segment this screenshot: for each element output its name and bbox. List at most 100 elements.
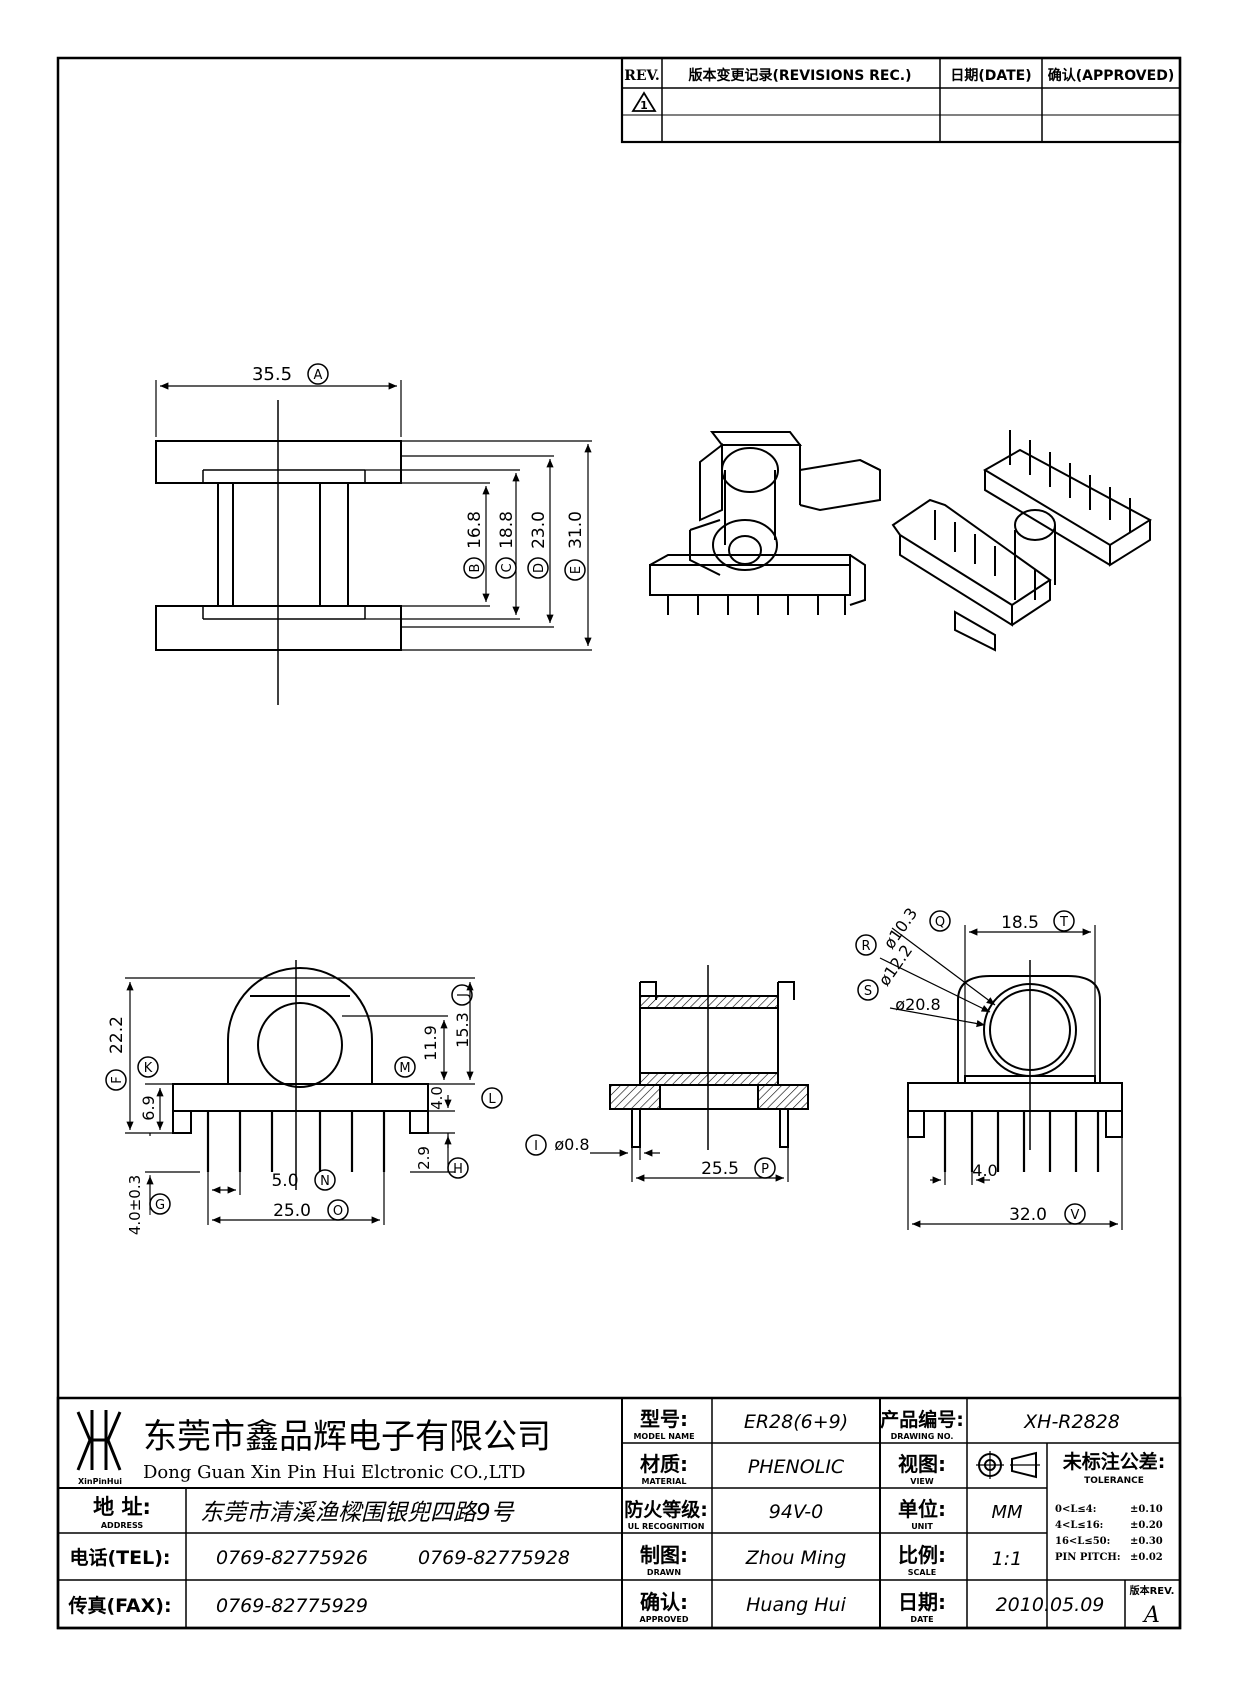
model-label: 型号: [640, 1407, 688, 1431]
dim-c-tag: C [495, 557, 517, 579]
tolerance-label: 未标注公差: [1062, 1450, 1166, 1473]
model-label-en: MODEL NAME [633, 1432, 694, 1441]
approved-label: 确认: [640, 1590, 688, 1614]
dim-i-value: ø0.8 [554, 1135, 589, 1154]
scale-value: 1:1 [992, 1548, 1023, 1570]
revision-record-header: 版本变更记录(REVISIONS REC.) [689, 67, 912, 84]
dim-n-tag: N [314, 1169, 336, 1191]
tolerance-range-4: PIN PITCH: [1055, 1552, 1121, 1563]
drawing-no-label: 产品编号: [880, 1408, 964, 1431]
rev-value: A [1142, 1603, 1160, 1628]
dim-o-tag: O [327, 1199, 349, 1221]
dim-l-tag: L [481, 1087, 503, 1109]
dim-a-value: 35.5 [252, 364, 292, 385]
ul-label-en: UL RECOGNITION [628, 1522, 705, 1531]
svg-text:Q: Q [935, 915, 945, 930]
logo-text: XinPinHui [78, 1477, 122, 1486]
approved-header: 确认(APPROVED) [1048, 67, 1174, 84]
address-label: 地 址: [93, 1495, 151, 1519]
section-view-dimension-lines [590, 1147, 789, 1182]
svg-text:L: L [488, 1092, 496, 1107]
dim-q-tag: Q [929, 910, 951, 932]
svg-text:A: A [314, 368, 323, 383]
rev-label: 版本REV. [1130, 1584, 1175, 1597]
address-value: 东莞市清溪渔樑围银兜四路9号 [200, 1500, 515, 1526]
side-view-pins [943, 1111, 1100, 1172]
drawing-no-label-en: DRAWING NO. [891, 1432, 954, 1441]
tolerance-range-3: 16<L≤50: [1055, 1536, 1110, 1547]
dim-f-tag: F [105, 1069, 127, 1091]
section-view [609, 965, 809, 1150]
view-label: 视图: [898, 1452, 946, 1476]
svg-text:R: R [861, 939, 870, 954]
company-name-cn: 东莞市鑫品辉电子有限公司 [143, 1417, 551, 1457]
dim-d-value: 23.0 [529, 511, 549, 549]
dim-l-value: 4.0 [428, 1086, 446, 1110]
tolerance-range-2: 4<L≤16: [1055, 1520, 1103, 1531]
section-view-pins [631, 1108, 789, 1148]
dim-v-tag: V [1064, 1203, 1086, 1225]
svg-text:H: H [453, 1162, 463, 1177]
fax-value: 0769-82775929 [216, 1595, 368, 1617]
dim-o-value: 25.0 [273, 1201, 311, 1221]
front-view-dimension-lines [125, 977, 475, 1225]
dim-n-value: 5.0 [271, 1171, 298, 1191]
ul-value: 94V-0 [769, 1501, 823, 1523]
dim-c-value: 18.8 [497, 511, 517, 549]
tolerance-range-1: 0<L≤4: [1055, 1504, 1096, 1515]
dim-s-tag: S [857, 979, 879, 1001]
tolerance-value-4: ±0.02 [1130, 1552, 1163, 1563]
isometric-view-left-pins [667, 595, 846, 615]
isometric-view-left [649, 431, 881, 606]
dim-k-tag: K [137, 1056, 159, 1078]
svg-text:1: 1 [640, 99, 648, 112]
date-header: 日期(DATE) [950, 68, 1031, 84]
dim-j-tag: J [451, 984, 473, 1006]
top-view-dimension-lines [155, 380, 592, 651]
sheet-border [56, 56, 1182, 1630]
dim-k-value: 6.9 [139, 1095, 158, 1120]
tolerance-label-en: TOLERANCE [1084, 1476, 1144, 1486]
scale-label: 比例: [898, 1543, 946, 1567]
projection-symbol-icon [976, 1451, 1040, 1479]
dim-r-tag: R [855, 934, 877, 956]
svg-text:J: J [456, 993, 471, 998]
tolerance-value-3: ±0.30 [1130, 1536, 1163, 1547]
svg-text:B: B [468, 564, 483, 573]
view-label-en: VIEW [910, 1477, 934, 1486]
svg-text:M: M [399, 1061, 410, 1076]
svg-text:F: F [110, 1076, 125, 1083]
address-label-en: ADDRESS [101, 1521, 144, 1530]
dim-r-value: ø12.2 [875, 941, 917, 989]
svg-text:D: D [532, 563, 547, 573]
svg-text:O: O [333, 1204, 343, 1219]
svg-text:E: E [569, 566, 584, 574]
dim-p-tag: P [754, 1157, 776, 1179]
dim-t-tag: T [1053, 910, 1075, 932]
dim-m-value: 11.9 [421, 1025, 440, 1061]
company-name-en: Dong Guan Xin Pin Hui Elctronic CO.,LTD [143, 1462, 526, 1483]
top-view [155, 400, 402, 705]
dim-m-tag: M [394, 1056, 416, 1078]
tel-value-1: 0769-82775926 [216, 1547, 368, 1569]
dim-s-value: ø20.8 [895, 995, 940, 1014]
tel-label: 电话(TEL): [69, 1546, 170, 1569]
dim-v-value: 32.0 [1009, 1205, 1047, 1225]
dim-g-value: 4.0±0.3 [126, 1175, 144, 1235]
svg-text:K: K [144, 1061, 153, 1076]
ul-label: 防火等级: [624, 1498, 708, 1521]
model-value: ER28(6+9) [744, 1411, 848, 1433]
approved-value: Huang Hui [746, 1594, 846, 1616]
dim-b-tag: B [463, 557, 485, 579]
material-label-en: MATERIAL [642, 1477, 687, 1486]
dim-p-value: 25.5 [701, 1159, 739, 1179]
dim-f-value: 22.2 [107, 1016, 127, 1054]
unit-value: MM [991, 1502, 1023, 1523]
drawn-label: 制图: [640, 1543, 688, 1567]
front-view-pins [206, 1111, 386, 1172]
dim-a-tag: A [307, 363, 329, 385]
dim-h-value: 2.9 [415, 1146, 433, 1170]
fax-label: 传真(FAX): [67, 1594, 171, 1617]
isometric-view-right [891, 448, 1152, 652]
